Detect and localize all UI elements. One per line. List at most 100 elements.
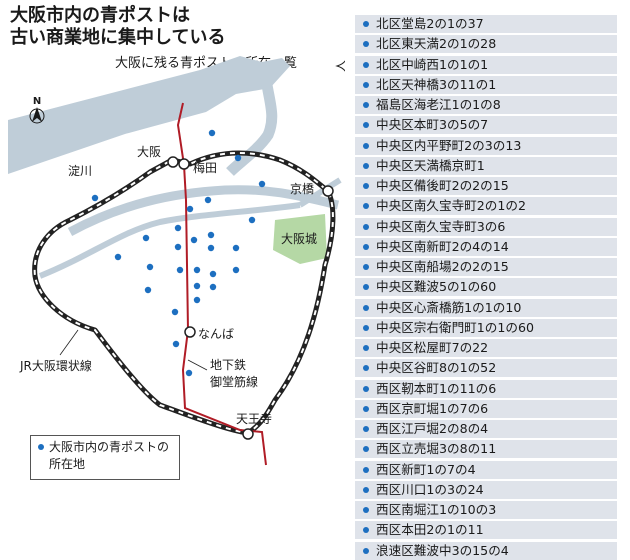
list-item: 北区中崎西1の1の1 [355, 55, 617, 74]
bullet-icon [363, 324, 369, 331]
list-item: 中央区谷町8の1の52 [355, 359, 617, 378]
bullet-icon [363, 81, 369, 88]
post-dot [209, 270, 217, 278]
station-kyobashi [322, 185, 334, 197]
address-text: 中央区難波5の1の60 [376, 279, 497, 295]
list-item: 北区東天満2の1の28 [355, 35, 617, 54]
list-item: 西区靭本町1の11の6 [355, 379, 617, 398]
bullet-icon [363, 486, 369, 493]
address-text: 中央区南船場2の2の15 [376, 259, 509, 274]
osaka-map: N 淀川 大阪 梅田 京橋 大阪城 なんば 地下鉄 御堂筋線 JR大阪環状線 天… [8, 56, 345, 466]
list-item: 中央区内平野町2の3の13 [355, 136, 617, 155]
address-text: 中央区南新町2の4の14 [376, 238, 509, 254]
label-subway-1: 地下鉄 [210, 357, 246, 372]
bullet-icon [363, 304, 369, 311]
address-text: 西区南堀江1の10の3 [376, 502, 497, 517]
bullet-icon [363, 426, 369, 432]
post-dot [186, 205, 194, 213]
post-dot [114, 253, 122, 261]
legend-label: 大阪市内の青ポストの所在地 [49, 440, 170, 471]
address-text: 西区新町1の7の4 [376, 461, 476, 477]
loop-line-leader [59, 329, 79, 356]
post-dot [208, 129, 216, 137]
address-text: 中央区南久宝寺町2の1の2 [376, 198, 526, 214]
label-namba: なんば [198, 327, 234, 341]
post-dot [234, 154, 242, 162]
bullet-icon [363, 507, 369, 513]
list-item: 北区天神橋3の11の1 [355, 75, 617, 94]
list-item: 中央区天満橋京町1 [355, 156, 617, 175]
list-item: 中央区南久宝寺町3の6 [355, 217, 617, 236]
bullet-icon [363, 365, 369, 372]
address-text: 福島区海老江1の1の8 [376, 97, 501, 112]
list-item: 西区京町堀1の7の6 [355, 399, 617, 418]
list-item: 中央区宗右衛門町1の1の60 [355, 318, 617, 337]
list-item: 中央区南船場2の2の15 [355, 258, 617, 276]
compass-icon [32, 107, 42, 122]
bullet-icon [363, 41, 369, 48]
label-umeda: 梅田 [193, 160, 217, 175]
map-legend: 大阪市内の青ポストの所在地 [30, 435, 180, 480]
post-dot [193, 296, 201, 304]
list-item: 中央区本町3の5の7 [355, 116, 617, 135]
address-text: 中央区南久宝寺町3の6 [376, 218, 506, 234]
station-namba [184, 326, 196, 338]
station-tennoji [242, 428, 254, 440]
bullet-icon [363, 284, 369, 291]
list-item: 中央区心斎橋筋1の1の10 [355, 298, 617, 317]
post-dot [172, 340, 180, 348]
list-item: 北区堂島2の1の37 [355, 15, 617, 33]
label-osaka-castle: 大阪城 [281, 232, 317, 246]
post-dot [91, 194, 99, 202]
post-dot [207, 231, 215, 239]
post-dot [185, 369, 193, 377]
bullet-icon [363, 264, 369, 270]
list-item: 中央区松屋町7の22 [355, 339, 617, 357]
label-subway-2: 御堂筋線 [210, 374, 258, 389]
bullet-icon [363, 203, 369, 210]
title-line: 古い商業地に集中している [10, 27, 226, 48]
address-text: 西区立売堀3の8の11 [376, 441, 497, 457]
address-text: 北区東天満2の1の28 [376, 36, 497, 52]
tosabori-river [38, 202, 301, 279]
post-dot [190, 236, 198, 244]
address-text: 西区靭本町1の11の6 [376, 380, 497, 396]
address-text: 中央区谷町8の1の52 [376, 360, 497, 376]
post-dot [171, 308, 179, 316]
post-dot [209, 283, 217, 291]
bullet-icon [363, 446, 369, 453]
north-arrow: N [29, 96, 45, 124]
list-item: 西区川口1の3の24 [355, 480, 617, 499]
list-item: 中央区南久宝寺町2の1の2 [355, 197, 617, 216]
list-item: 福島区海老江1の1の8 [355, 96, 617, 114]
post-dot [146, 263, 154, 271]
list-item: 中央区南新町2の4の14 [355, 237, 617, 256]
post-dot [232, 266, 240, 274]
label-loop-line: JR大阪環状線 [19, 358, 92, 373]
post-dot [258, 180, 266, 188]
station-umeda [178, 158, 190, 170]
list-item: 西区新町1の7の4 [355, 460, 617, 479]
label-kyobashi: 京橋 [290, 182, 314, 196]
list-item: 中央区備後町2の2の15 [355, 177, 617, 195]
address-text: 中央区天満橋京町1 [376, 157, 485, 173]
bullet-icon [363, 102, 369, 108]
bullet-icon [363, 243, 369, 250]
post-dot [174, 243, 182, 251]
address-text: 浪速区難波中3の15の4 [376, 542, 509, 558]
list-item: 西区本田2の1の11 [355, 521, 617, 540]
bullet-icon [363, 385, 369, 392]
list-item: 西区立売堀3の8の11 [355, 440, 617, 459]
list-item: 浪速区難波中3の15の4 [355, 541, 617, 560]
address-text: 中央区宗右衛門町1の1の60 [376, 319, 534, 335]
list-item: 中央区難波5の1の60 [355, 278, 617, 297]
post-dot [204, 196, 212, 204]
address-text: 北区天神橋3の11の1 [376, 76, 497, 92]
legend-dot-icon [38, 444, 44, 450]
bullet-icon [363, 122, 369, 129]
address-list: 北区堂島2の1の37 北区東天満2の1の28 北区中崎西1の1の1 北区天神橋3… [355, 12, 617, 560]
address-text: 西区川口1の3の24 [376, 481, 484, 497]
bullet-icon [363, 345, 369, 351]
label-tennoji: 天王寺 [236, 412, 272, 426]
label-yodo-river: 淀川 [68, 164, 92, 178]
